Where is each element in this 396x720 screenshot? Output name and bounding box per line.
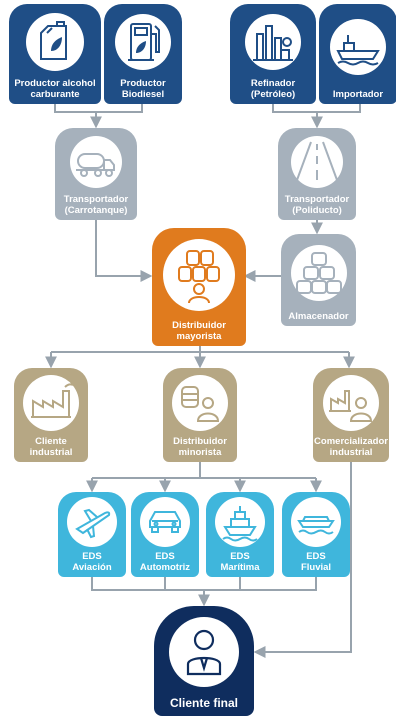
eds-maritima-label: EDS (230, 551, 250, 562)
productor-alcohol-label: Productor alcohol (14, 78, 96, 89)
transportador-poliducto-sublabel: (Poliducto) (292, 204, 342, 216)
pipeline-road-icon (291, 135, 343, 188)
transportador-poliducto-label: Transportador (284, 194, 350, 205)
almacenador-node: Almacenador (281, 234, 356, 326)
eds-automotriz-sublabel: Automotriz (139, 561, 191, 573)
productor-biodiesel-sublabel: Biodiesel (121, 88, 165, 100)
jerrycan-leaf-icon (26, 12, 84, 71)
cliente-final-node: Cliente final (154, 606, 254, 716)
boat-icon (215, 497, 265, 547)
importador-label: Importador (332, 88, 384, 100)
car-icon (140, 497, 190, 547)
barrel-person-icon (172, 374, 228, 431)
ship-icon (330, 18, 386, 75)
factory-person-icon (323, 374, 379, 431)
airplane-icon (67, 497, 117, 547)
cliente-industrial-label: Cliente (35, 436, 67, 447)
productor-biodiesel-label: Productor (120, 78, 166, 89)
riverboat-icon (291, 497, 341, 547)
transportador-carrotanque-node: Transportador(Carrotanque) (55, 128, 137, 220)
refinador-node: Refinador(Petróleo) (230, 4, 316, 104)
importador-node: Importador (319, 4, 396, 104)
distribuidor-mayorista-sublabel: mayorista (176, 330, 222, 342)
distribuidor-mayorista-label: Distribuidor (172, 320, 226, 331)
barrels-stack-icon (290, 244, 347, 301)
eds-aviacion-sublabel: Aviación (72, 561, 112, 573)
almacenador-label: Almacenador (288, 310, 349, 322)
transportador-carrotanque-label: Transportador (63, 194, 129, 205)
transportador-carrotanque-sublabel: (Carrotanque) (64, 204, 128, 216)
distribuidor-minorista-sublabel: minorista (178, 446, 222, 458)
eds-aviacion-label: EDS (82, 551, 102, 562)
tanker-truck-icon (70, 135, 122, 188)
refinador-label: Refinador (250, 78, 296, 89)
eds-automotriz-label: EDS (155, 551, 175, 562)
cliente-industrial-sublabel: industrial (29, 446, 73, 458)
transportador-poliducto-node: Transportador(Poliducto) (278, 128, 356, 220)
refinery-icon (245, 13, 301, 70)
eds-fluvial-label: EDS (306, 551, 326, 562)
barrels-person-icon (163, 238, 235, 311)
distribuidor-minorista-label: Distribuidor (173, 436, 227, 447)
fuel-pump-leaf-icon (115, 13, 171, 70)
comercializador-industrial-label: Comercializador (314, 436, 388, 447)
refinador-sublabel: (Petróleo) (250, 88, 296, 100)
eds-maritima-sublabel: Marítima (220, 561, 260, 573)
productor-alcohol-sublabel: carburante (30, 88, 80, 100)
eds-fluvial-sublabel: Fluvial (300, 561, 332, 573)
factory-icon (23, 374, 79, 431)
person-tie-icon (169, 616, 239, 687)
cliente-final-label: Cliente final (169, 695, 238, 710)
comercializador-industrial-sublabel: industrial (329, 446, 373, 458)
